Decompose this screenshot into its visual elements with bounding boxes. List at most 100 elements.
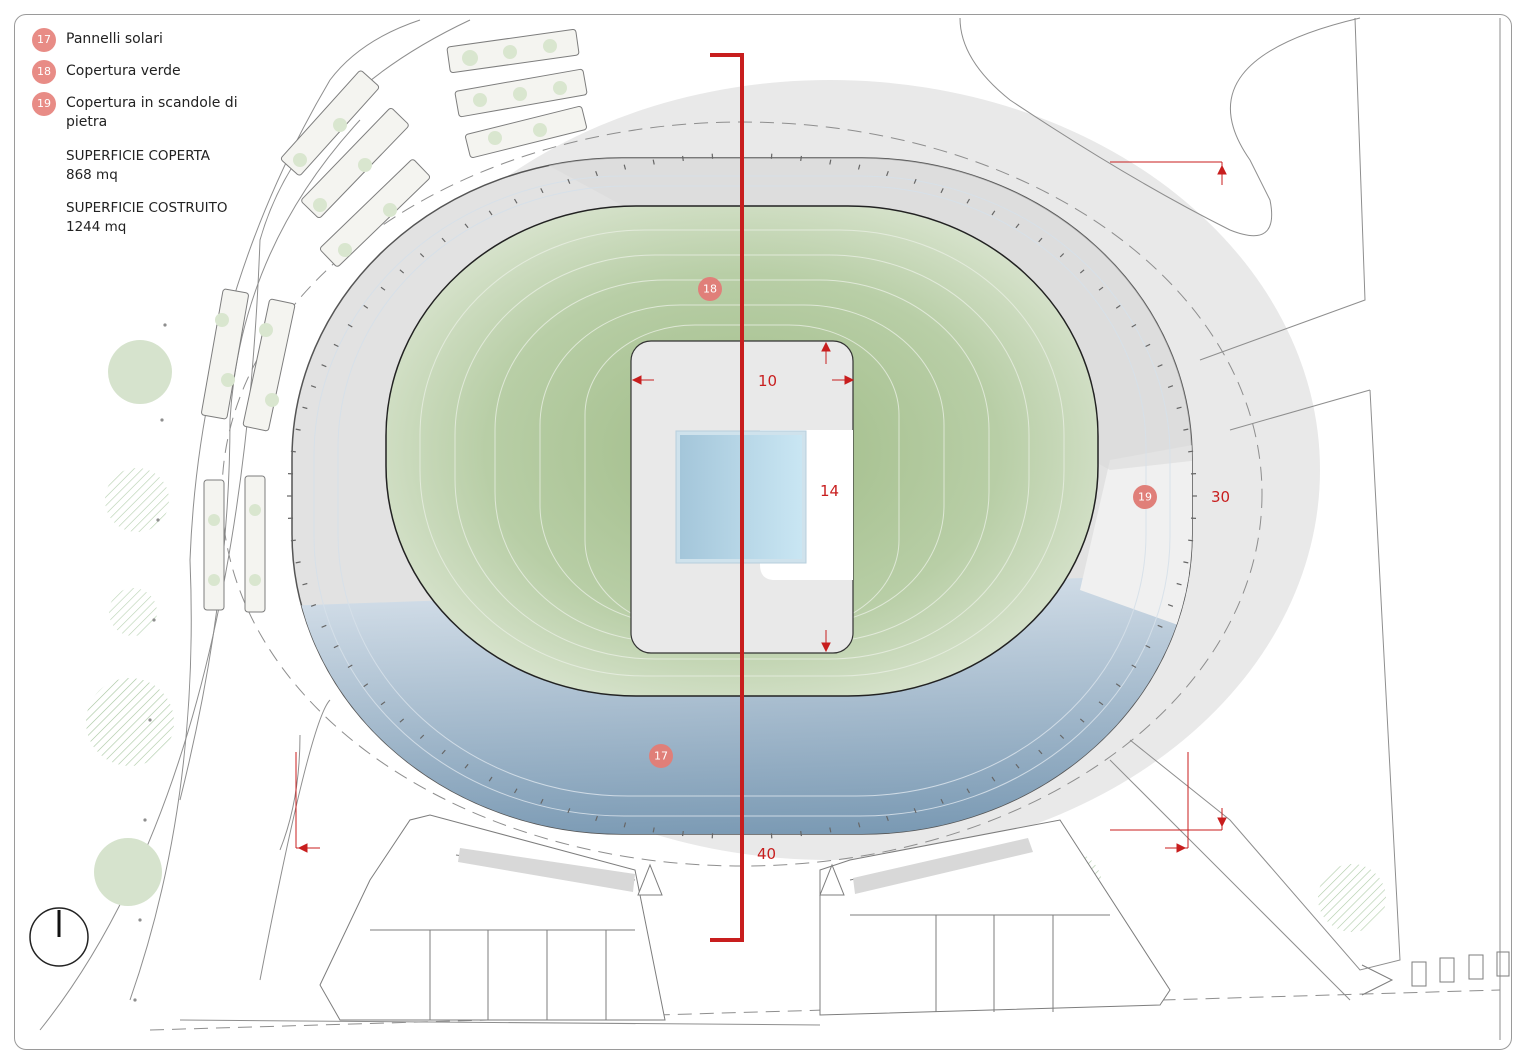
roof-rib xyxy=(1038,237,1043,243)
legend-badge: 19 xyxy=(32,92,56,116)
roof-rib xyxy=(347,664,353,669)
section-line xyxy=(710,53,744,942)
legend-item-stone: 19 Copertura in scandole di pietra xyxy=(32,92,272,142)
roof-rib xyxy=(567,808,571,814)
built-area-value: 1244 mq xyxy=(66,219,127,235)
north-arrow-icon xyxy=(29,907,89,967)
roof-ribs xyxy=(287,153,1197,839)
legend-badge: 18 xyxy=(32,60,56,84)
roof-rib xyxy=(886,815,889,822)
roof-rib xyxy=(1115,304,1121,309)
roof-rib xyxy=(1157,364,1163,368)
roof-rib xyxy=(652,159,655,165)
parking-stalls xyxy=(1361,951,1510,996)
roof-rib xyxy=(540,798,544,804)
roof-rib xyxy=(800,831,802,837)
roof-rib xyxy=(464,223,469,229)
marker-stone-roof: 19 xyxy=(1133,485,1157,509)
roof-rib xyxy=(595,170,598,177)
roof-rib xyxy=(1015,763,1020,769)
roof-rib xyxy=(886,170,889,177)
roof-rib xyxy=(595,815,598,822)
roof-rib xyxy=(623,822,627,828)
roof-rib xyxy=(399,269,405,274)
roof-rib xyxy=(913,808,917,814)
planters xyxy=(201,28,588,613)
roof-rib xyxy=(290,539,296,542)
roof-rib xyxy=(1167,604,1174,607)
stone-shingles-area xyxy=(1080,440,1192,640)
roof-rib xyxy=(419,734,425,739)
roof-rib xyxy=(1188,450,1194,453)
svg-text:18: 18 xyxy=(703,283,717,296)
roof-rib xyxy=(682,831,684,837)
roof-rib xyxy=(333,343,339,348)
legend-label: Copertura in scandole di pietra xyxy=(66,95,238,130)
legend-label: Copertura verde xyxy=(66,63,181,79)
drawing-frame xyxy=(14,14,1512,1050)
roof-rib xyxy=(441,237,446,243)
roof-rib xyxy=(966,198,971,204)
roof-rib xyxy=(1145,343,1151,348)
roof-rib xyxy=(857,164,861,170)
legend-badge: 17 xyxy=(32,28,56,52)
roof-rib xyxy=(623,164,627,170)
roof-rib xyxy=(1131,664,1137,669)
roof-rib xyxy=(321,624,327,628)
roof-rib xyxy=(991,210,996,216)
built-area-label: SUPERFICIE COSTRUITO xyxy=(66,200,228,216)
roof-rib xyxy=(1157,624,1163,628)
roof-rib xyxy=(1188,539,1194,542)
legend-label: Pannelli solari xyxy=(66,31,163,47)
dimension-40: 40 xyxy=(757,845,776,863)
roof-rib xyxy=(464,763,469,769)
roof-rib xyxy=(1183,428,1189,431)
svg-text:17: 17 xyxy=(654,750,668,763)
roof-rib xyxy=(310,385,317,388)
roof-rib xyxy=(991,776,996,782)
roof-rib xyxy=(857,822,861,828)
roof-rib xyxy=(1145,644,1151,649)
roof-rib xyxy=(1183,561,1189,564)
dimension-arrows xyxy=(295,161,1227,853)
roof-rib xyxy=(1098,701,1104,706)
roof-rib xyxy=(419,253,425,258)
roof-rib xyxy=(682,155,684,161)
roof-rib xyxy=(363,683,369,688)
roof-rib xyxy=(1131,323,1137,328)
site-lines xyxy=(39,17,1501,1040)
roof-rib xyxy=(441,749,446,755)
covered-area-label: SUPERFICIE COPERTA xyxy=(66,148,211,164)
roof-rib xyxy=(966,788,971,794)
roof-rib xyxy=(302,582,308,586)
roof-rib xyxy=(1115,683,1121,688)
planter-plants xyxy=(208,39,567,586)
roof-rib xyxy=(1038,749,1043,755)
roof-rib xyxy=(380,701,386,706)
roof-rib xyxy=(940,798,944,804)
boundary-dots xyxy=(133,323,167,1002)
marker-green-roof: 18 xyxy=(698,277,722,301)
roof-rib xyxy=(513,788,518,794)
roof-rib xyxy=(321,364,327,368)
roof-rib xyxy=(347,323,353,328)
legend-item-solar: 17 Pannelli solari xyxy=(32,28,272,60)
roof-rib xyxy=(1059,253,1065,258)
roof-rib xyxy=(1015,223,1020,229)
roof-rib xyxy=(380,286,386,291)
roof-rib xyxy=(1059,734,1065,739)
dimension-30: 30 xyxy=(1211,488,1230,506)
roof-rib xyxy=(1079,269,1085,274)
roof-rib xyxy=(513,198,518,204)
roof-rib xyxy=(567,178,571,184)
svg-text:19: 19 xyxy=(1138,491,1152,504)
roof-rib xyxy=(1176,582,1182,586)
roof-rib xyxy=(488,210,493,216)
lower-stands xyxy=(458,838,1033,894)
roof-rib xyxy=(829,159,832,165)
roof-rib xyxy=(652,827,655,833)
roof-rib xyxy=(310,604,317,607)
roof-rib xyxy=(290,450,296,453)
